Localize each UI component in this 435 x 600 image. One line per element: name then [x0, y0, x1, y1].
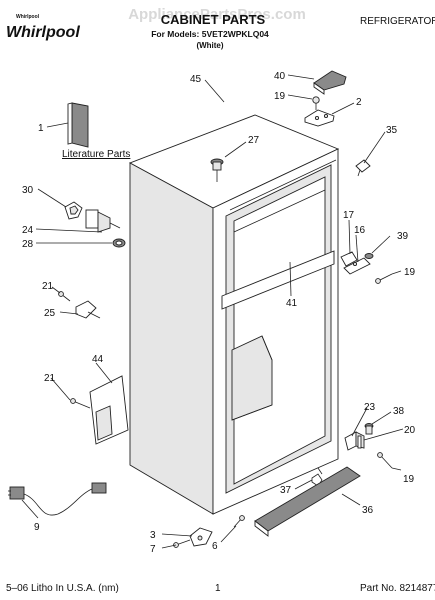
screw-light	[58, 291, 71, 302]
top-cap	[210, 158, 224, 182]
screw-bottom	[377, 452, 393, 469]
whirlpool-logo: Whirlpool Whirlpool	[6, 14, 80, 41]
callout-17: 17	[343, 210, 355, 221]
watermark: AppliancePartsPros.com	[128, 6, 306, 23]
control-knob	[112, 238, 126, 248]
callout-39: 39	[397, 231, 409, 242]
callout-7: 7	[150, 544, 156, 555]
callout-3: 3	[150, 530, 156, 541]
callout-28: 28	[22, 239, 34, 250]
top-hinge-cover	[313, 70, 347, 95]
callout-38: 38	[393, 406, 405, 417]
callout-27: 27	[248, 135, 260, 146]
center-hinge	[340, 251, 371, 275]
screw-mid	[375, 273, 393, 284]
callout-6: 6	[212, 541, 218, 552]
brand-small: Whirlpool	[16, 14, 40, 20]
leveling-screw	[173, 539, 191, 548]
models-line: For Models: 5VET2WPKLQ04	[151, 29, 269, 39]
callout-23: 23	[364, 402, 376, 413]
callout-24: 24	[22, 225, 34, 236]
callout-16: 16	[354, 225, 366, 236]
top-hinge	[304, 109, 335, 127]
screw-side	[70, 398, 91, 409]
brand-name: Whirlpool	[6, 24, 80, 41]
leader-lines	[21, 74, 404, 549]
callout-41: 41	[286, 298, 298, 309]
side-trim-panel	[89, 375, 129, 445]
leveling-bracket	[189, 527, 213, 547]
footer-part-no: Part No. 8214877	[360, 583, 435, 594]
power-cord	[8, 482, 107, 516]
callout-21-lower: 21	[44, 373, 56, 384]
callout-44: 44	[92, 354, 104, 365]
callout-9: 9	[34, 522, 40, 533]
footer-litho: 5–06 Litho In U.S.A. (nm)	[6, 583, 119, 594]
callout-40: 40	[274, 71, 286, 82]
screw-base	[233, 515, 245, 528]
callout-21-upper: 21	[42, 281, 54, 292]
callout-35: 35	[386, 125, 398, 136]
callout-19-mid: 19	[404, 267, 416, 278]
literature-booklet	[67, 102, 89, 148]
hinge-pin	[357, 435, 362, 449]
literature-label: Literature Parts	[62, 149, 130, 160]
cabinet-body	[128, 114, 340, 515]
callout-2: 2	[356, 97, 362, 108]
footer-page: 1	[215, 583, 221, 594]
toe-grille	[254, 466, 361, 537]
color-line: (White)	[196, 41, 223, 50]
callout-20: 20	[404, 425, 416, 436]
control-cover	[64, 201, 83, 220]
thermostat-assembly	[85, 209, 121, 233]
hinge-pin-bushing	[364, 423, 374, 435]
screw-top	[312, 96, 320, 110]
callout-1: 1	[38, 123, 44, 134]
page-title: CABINET PARTS	[161, 12, 266, 27]
callout-37: 37	[280, 485, 292, 496]
category-label: REFRIGERATOR	[360, 16, 435, 27]
callout-45: 45	[190, 74, 202, 85]
hinge-washer	[364, 253, 374, 259]
callout-36: 36	[362, 505, 374, 516]
callout-30: 30	[22, 185, 34, 196]
callout-labels: 1 Literature Parts 45 40 19 2 35 27 30 2…	[22, 71, 416, 555]
callout-19-bottom: 19	[403, 474, 415, 485]
hinge-hole-plug	[355, 159, 371, 177]
callout-25: 25	[44, 308, 56, 319]
light-bracket	[75, 300, 101, 319]
callout-19-top: 19	[274, 91, 286, 102]
